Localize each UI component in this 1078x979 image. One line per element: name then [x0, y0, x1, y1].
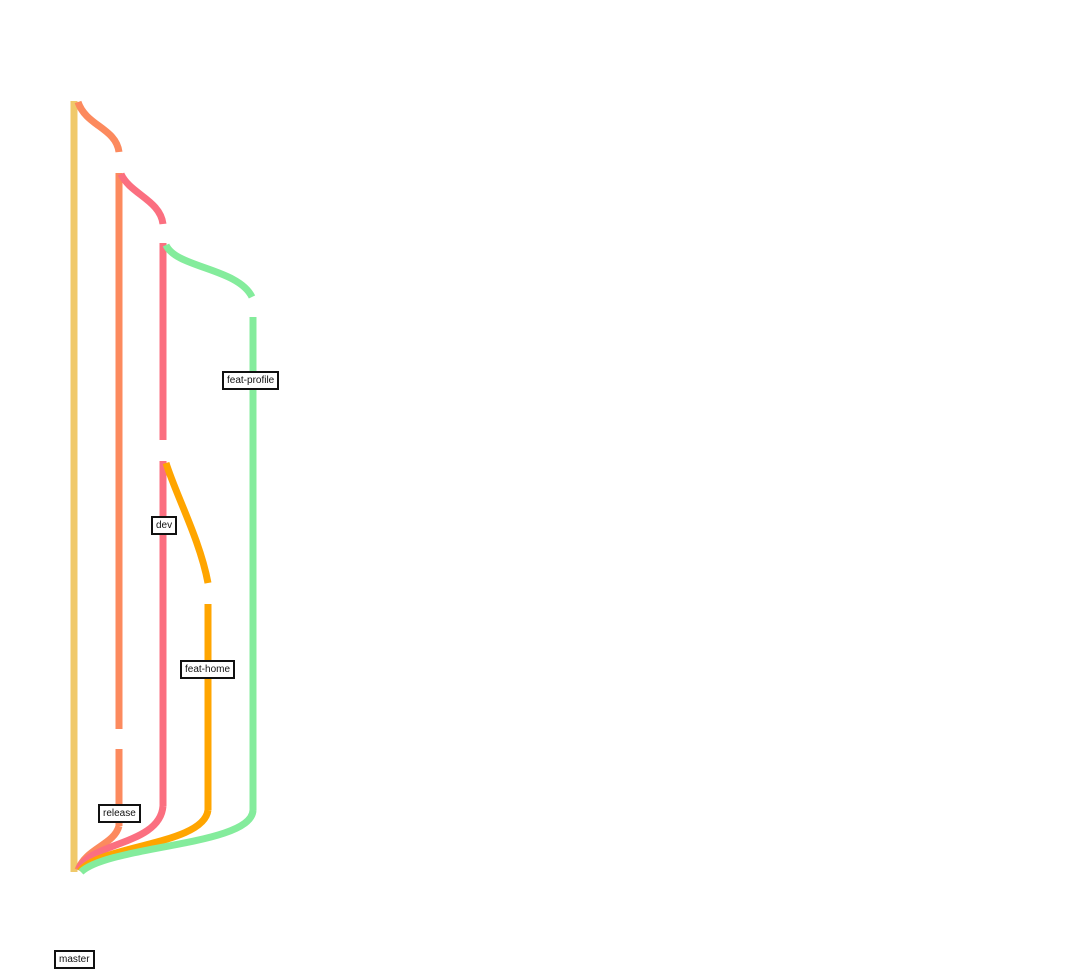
dev-merge-curve [75, 805, 167, 871]
dev-branch-label[interactable]: dev [151, 516, 178, 535]
feat-home-branch-label[interactable]: feat-home [180, 660, 236, 679]
feat-profile-branch-label[interactable]: feat-profile [222, 371, 280, 390]
release-fork-curve [74, 100, 123, 153]
dev-fork-curve [117, 172, 167, 225]
release-branch-label[interactable]: release [98, 804, 141, 823]
master-branch-label[interactable]: master [54, 950, 95, 969]
feat-home-fork-curve [162, 461, 212, 584]
feat-profile-merge-curve [78, 809, 257, 875]
feat-profile-fork-curve [162, 243, 256, 299]
